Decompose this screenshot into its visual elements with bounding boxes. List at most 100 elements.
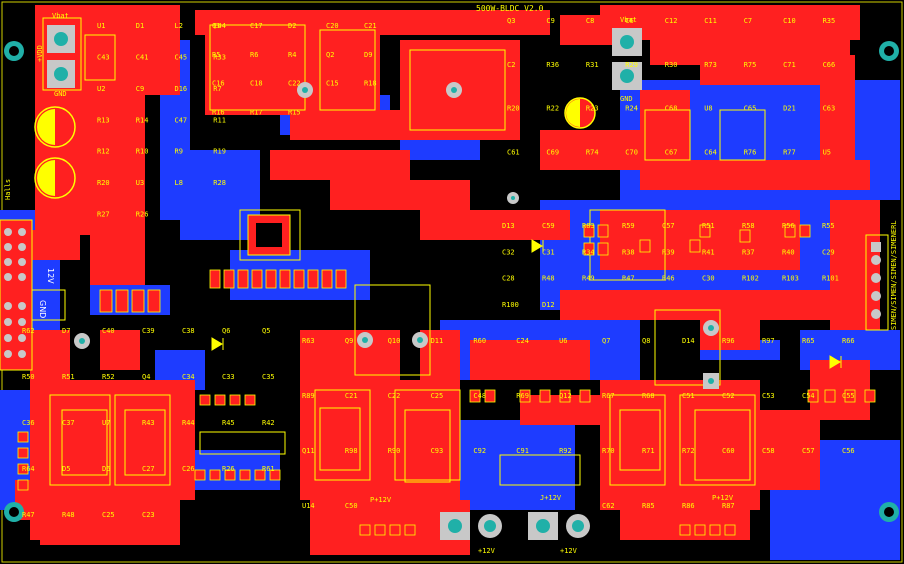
refdes-d2: D2: [288, 22, 296, 30]
refdes-r77: R77: [783, 148, 796, 156]
refdes-r39: R39: [662, 248, 675, 256]
refdes-c55: C55: [842, 392, 855, 400]
refdes-c15: C15: [326, 80, 339, 88]
refdes-c9: C9: [546, 17, 554, 25]
refdes-r47: R47: [622, 275, 635, 283]
mcu-chip: [247, 214, 291, 256]
refdes-d9: D9: [364, 51, 372, 59]
right-pin-header: [865, 234, 889, 331]
refdes-r102: R102: [742, 275, 759, 283]
mounting-hole-top-right: [879, 41, 899, 61]
p12v-label-1: +12V: [478, 547, 496, 555]
refdes-r14: R14: [136, 116, 149, 124]
refdes-r24: R24: [625, 105, 638, 113]
refdes-c18: C18: [250, 80, 263, 88]
refdes-r47: R47: [22, 511, 35, 519]
refdes-q6: Q6: [222, 327, 230, 335]
refdes-r20: R20: [507, 105, 520, 113]
led-indicators: [211, 239, 842, 369]
refdes-r63: R63: [302, 337, 315, 345]
refdes-c45: C45: [175, 53, 188, 61]
p12v-label-2: +12V: [560, 547, 578, 555]
refdes-r43: R43: [142, 419, 155, 427]
refdes-c37: C37: [62, 419, 75, 427]
refdes-r42: R42: [262, 419, 275, 427]
refdes-r86: R86: [682, 502, 695, 510]
right-header-label: SIMEN/SIMEN/SIMEN/SIMENERL: [890, 220, 898, 330]
refdes-c7: C7: [744, 17, 752, 25]
refdes-c29: C29: [822, 248, 835, 256]
refdes-r74: R74: [586, 148, 599, 156]
refdes-q4: Q4: [142, 373, 150, 381]
refdes-c54: C54: [802, 392, 815, 400]
refdes-r83: R83: [582, 222, 595, 230]
refdes-r45: R45: [222, 419, 235, 427]
refdes-r65: R65: [802, 337, 815, 345]
refdes-c25: C25: [431, 392, 444, 400]
refdes-c51: C51: [682, 392, 695, 400]
refdes-c71: C71: [783, 61, 796, 69]
smd-component-pads: [17, 224, 876, 536]
refdes-c53: C53: [762, 392, 775, 400]
refdes-r37: R37: [742, 248, 755, 256]
refdes-c62: C62: [602, 502, 615, 510]
refdes-c48: C48: [473, 392, 486, 400]
refdes-c35: C35: [262, 373, 275, 381]
refdes-c16: C16: [212, 80, 225, 88]
refdes-c31: C31: [542, 248, 555, 256]
refdes-r18: R18: [364, 80, 377, 88]
refdes-q9: Q9: [345, 337, 353, 345]
refdes-c92: C92: [473, 447, 486, 455]
power-terminal-pads: [47, 25, 719, 540]
refdes-c65: C65: [744, 105, 757, 113]
refdes-c58: C58: [762, 447, 775, 455]
refdes-q3: Q3: [507, 17, 515, 25]
refdes-l8: L8: [175, 179, 183, 187]
silkscreen-outlines: [0, 17, 766, 486]
refdes-c2: C2: [507, 61, 515, 69]
p12v-top-label-2: J+12V: [540, 494, 562, 502]
refdes-c22: C22: [288, 80, 301, 88]
refdes-c38: C38: [182, 327, 195, 335]
refdes-r61: R61: [262, 465, 275, 473]
refdes-r51: R51: [62, 373, 75, 381]
refdes-r41: R41: [702, 248, 715, 256]
refdes-r10: R10: [136, 148, 149, 156]
vbat-label: Vbat: [52, 12, 69, 20]
refdes-u3: U3: [136, 179, 144, 187]
refdes-c40: C40: [102, 327, 115, 335]
refdes-r66: R66: [842, 337, 855, 345]
refdes-c10: C10: [783, 17, 796, 25]
refdes-r69: R69: [516, 392, 529, 400]
refdes-d1: D1: [136, 22, 144, 30]
refdes-r6: R6: [250, 51, 258, 59]
refdes-r68: R68: [642, 392, 655, 400]
gnd-vertical-label: GND: [38, 300, 47, 318]
p12v-top-label-1: P+12V: [370, 496, 392, 504]
refdes-r7: R7: [213, 85, 221, 93]
refdes-c63: C63: [823, 105, 836, 113]
refdes-c52: C52: [722, 392, 735, 400]
refdes-q10: Q10: [388, 337, 401, 345]
refdes-c25: C25: [102, 511, 115, 519]
refdes-c30: C30: [702, 275, 715, 283]
refdes-r38: R38: [622, 248, 635, 256]
refdes-r30: R30: [665, 61, 678, 69]
refdes-r31: R31: [586, 61, 599, 69]
refdes-d13: D13: [502, 222, 515, 230]
refdes-r60: R60: [473, 337, 486, 345]
refdes-c22: C22: [388, 392, 401, 400]
refdes-r96: R96: [722, 337, 735, 345]
refdes-r92: R92: [559, 447, 572, 455]
refdes-c93: C93: [431, 447, 444, 455]
refdes-c59: C59: [542, 222, 555, 230]
refdes-q5: Q5: [262, 327, 270, 335]
p12v-top-label-3: P+12V: [712, 494, 734, 502]
refdes-r89: R89: [302, 392, 315, 400]
refdes-r29: R29: [625, 61, 638, 69]
refdes-d14: D14: [682, 337, 695, 345]
refdes-r62: R62: [22, 327, 35, 335]
refdes-r101: R101: [822, 275, 839, 283]
